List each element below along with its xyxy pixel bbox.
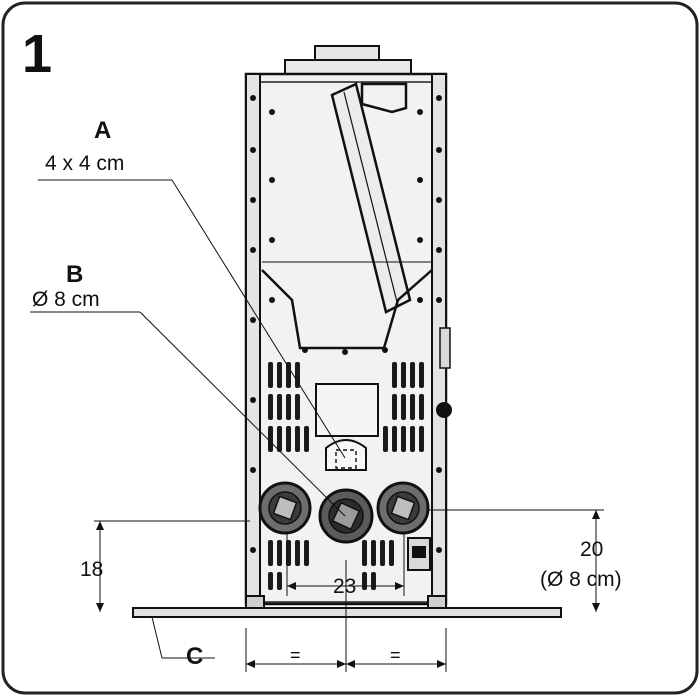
dim-right-height: 20 [580, 538, 603, 561]
dim-equal-right: = [390, 645, 401, 665]
callout-b-size: Ø 8 cm [32, 288, 100, 311]
dim-equal-left: = [290, 645, 301, 665]
callout-a-letter: A [94, 117, 111, 144]
callout-b-letter: B [66, 261, 83, 288]
air-intake-a [335, 449, 357, 469]
pipe-left [258, 481, 312, 535]
stove-rear-view [244, 45, 452, 609]
floor-plate-c [132, 607, 562, 618]
vent-slots-right [383, 362, 424, 452]
vent-slots-bottom [268, 540, 394, 590]
dim-right-diameter: (Ø 8 cm) [540, 568, 622, 591]
dim-left-height: 18 [80, 558, 103, 581]
figure-number: 1 [22, 24, 52, 84]
dimension-lines [94, 509, 604, 672]
rivets [250, 95, 442, 553]
callout-c-letter: C [186, 643, 203, 670]
pipe-center-b [318, 488, 374, 544]
leader-lines [30, 179, 346, 659]
callout-a-size: 4 x 4 cm [45, 152, 124, 175]
pipe-right [376, 481, 430, 535]
vent-slots-left [268, 362, 309, 452]
dim-center-width: 23 [333, 575, 356, 598]
